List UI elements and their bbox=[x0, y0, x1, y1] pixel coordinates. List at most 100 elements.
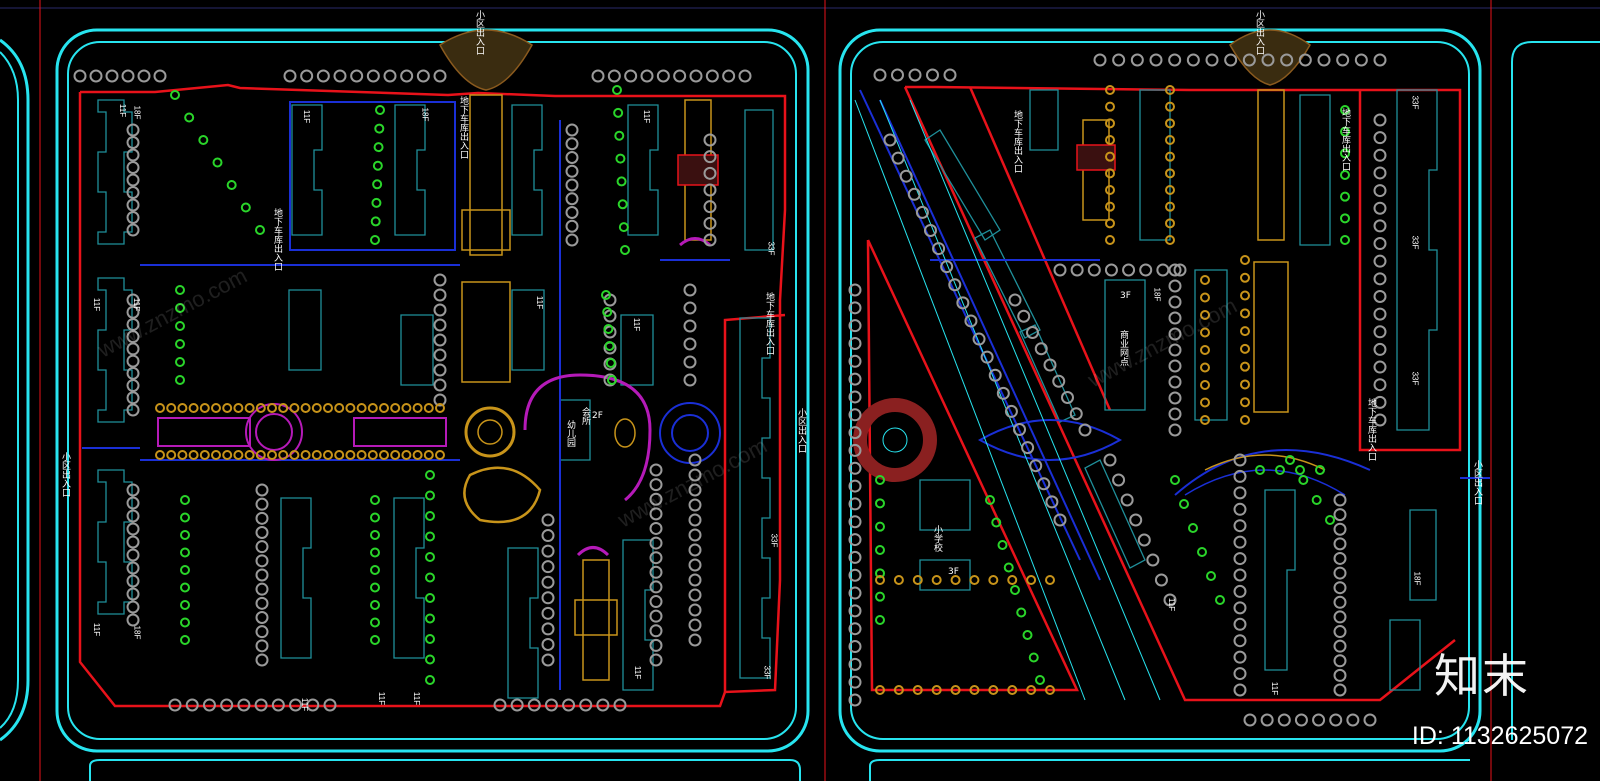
tree-symbol bbox=[562, 698, 576, 712]
shrub-symbol bbox=[1240, 397, 1250, 408]
tree-symbol bbox=[1363, 713, 1377, 727]
tree-symbol bbox=[848, 622, 862, 636]
shrub-symbol bbox=[177, 403, 188, 413]
shrub-symbol bbox=[875, 591, 885, 602]
shrub-symbol bbox=[311, 450, 322, 460]
floor-label: 18F bbox=[1152, 287, 1162, 302]
shrub-symbol bbox=[1045, 575, 1055, 585]
tree-symbol bbox=[1233, 601, 1247, 615]
tree-symbol bbox=[649, 478, 663, 492]
shrub-symbol bbox=[1170, 475, 1180, 485]
shrub-symbol bbox=[255, 403, 266, 413]
tree-symbol bbox=[649, 536, 663, 550]
tree-symbol bbox=[121, 69, 135, 83]
shrub-symbol bbox=[180, 495, 190, 505]
tree-symbol bbox=[1333, 581, 1347, 595]
tree-symbol bbox=[1373, 395, 1387, 409]
tree-symbol bbox=[1329, 713, 1343, 727]
shrub-symbol bbox=[370, 547, 380, 558]
tree-symbol bbox=[848, 408, 862, 422]
tree-symbol bbox=[688, 483, 702, 497]
shrub-symbol bbox=[401, 403, 412, 413]
shrub-symbol bbox=[175, 339, 185, 349]
shrub-symbol bbox=[170, 90, 180, 100]
floor-label: 11F bbox=[377, 691, 387, 706]
shrub-symbol bbox=[1003, 562, 1014, 573]
tree-symbol bbox=[1173, 263, 1187, 277]
tree-symbol bbox=[137, 69, 151, 83]
tree-symbol bbox=[126, 293, 140, 307]
shrub-symbol bbox=[334, 403, 345, 413]
tree-symbol bbox=[541, 529, 555, 543]
tree-symbol bbox=[1373, 360, 1387, 374]
tree-symbol bbox=[1205, 53, 1219, 67]
shrub-symbol bbox=[180, 530, 190, 540]
tree-symbol bbox=[1373, 166, 1387, 180]
tree-symbol bbox=[848, 443, 862, 457]
tree-symbol bbox=[1233, 683, 1247, 697]
tree-symbol bbox=[649, 521, 663, 535]
tree-symbol bbox=[1373, 113, 1387, 127]
shrub-symbol bbox=[390, 403, 401, 413]
shrub-symbol bbox=[401, 450, 412, 460]
tree-symbol bbox=[1373, 289, 1387, 303]
tree-symbol bbox=[323, 698, 337, 712]
garage-entrance-label-6: 地下车库出入口 bbox=[1366, 398, 1376, 461]
shrub-symbol bbox=[1200, 310, 1210, 320]
tree-symbol bbox=[1037, 477, 1051, 491]
shrub-symbol bbox=[950, 685, 961, 695]
tree-symbol bbox=[433, 333, 447, 347]
shrub-symbol bbox=[175, 303, 185, 313]
shrub-symbol bbox=[875, 498, 885, 509]
shrub-symbol bbox=[1240, 361, 1250, 372]
shrub-symbol bbox=[931, 575, 942, 585]
shrub-symbol bbox=[375, 105, 385, 115]
shrub-symbol bbox=[345, 450, 356, 460]
shrub-symbol bbox=[604, 341, 615, 351]
tree-symbol bbox=[1156, 263, 1170, 277]
tree-symbol bbox=[591, 69, 605, 83]
tree-symbol bbox=[300, 69, 314, 83]
shrub-symbol bbox=[875, 568, 885, 579]
tree-symbol bbox=[848, 568, 862, 582]
tree-symbol bbox=[126, 342, 140, 356]
shrub-symbol bbox=[1315, 465, 1325, 475]
entrance-label-left: 小区出入口 bbox=[60, 452, 70, 497]
floor-label: 18F bbox=[132, 625, 142, 640]
shrub-symbol bbox=[1179, 499, 1189, 509]
shrub-symbol bbox=[620, 245, 630, 255]
shrub-symbol bbox=[613, 107, 624, 118]
tree-symbol bbox=[1333, 610, 1347, 624]
shrub-symbol bbox=[1206, 571, 1216, 581]
tree-symbol bbox=[126, 391, 140, 405]
shrub-symbol bbox=[370, 235, 380, 245]
tree-symbol bbox=[1373, 413, 1387, 427]
tree-symbol bbox=[1168, 53, 1182, 67]
tree-symbol bbox=[848, 533, 862, 547]
tree-symbol bbox=[1053, 263, 1067, 277]
garage-entrance-label-2: 地下车库出入口 bbox=[272, 208, 282, 271]
tree-symbol bbox=[688, 513, 702, 527]
tree-symbol bbox=[433, 363, 447, 377]
tree-symbol bbox=[1373, 325, 1387, 339]
shrub-symbol bbox=[1340, 105, 1350, 115]
shrub-symbol bbox=[1240, 272, 1250, 283]
tree-symbol bbox=[1233, 552, 1247, 566]
shrub-symbol bbox=[615, 153, 626, 164]
tree-symbol bbox=[544, 698, 558, 712]
floor-label: 11F bbox=[633, 665, 643, 680]
tree-symbol bbox=[738, 69, 752, 83]
internal-paths bbox=[82, 89, 1490, 690]
tree-symbol bbox=[1017, 309, 1031, 323]
tree-symbol bbox=[932, 242, 946, 256]
tree-symbol bbox=[126, 496, 140, 510]
tree-symbol bbox=[126, 305, 140, 319]
tree-symbol bbox=[1026, 326, 1039, 339]
shrub-symbol bbox=[175, 375, 185, 385]
shrub-symbol bbox=[323, 450, 333, 460]
tree-symbol bbox=[565, 123, 579, 137]
shrub-symbol bbox=[425, 470, 435, 480]
tree-symbol bbox=[255, 568, 269, 582]
tree-symbol bbox=[126, 223, 140, 237]
shrub-symbol bbox=[1105, 218, 1115, 229]
